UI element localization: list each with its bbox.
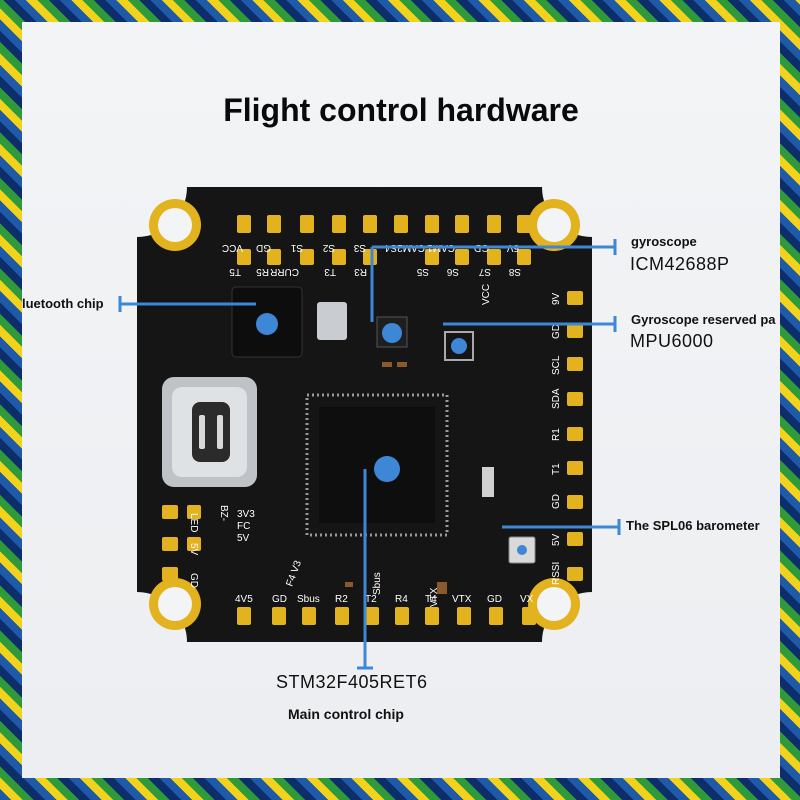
svg-text:5V: 5V xyxy=(551,533,562,546)
dot-barometer xyxy=(517,545,527,555)
svg-text:GD: GD xyxy=(551,494,562,509)
svg-text:GD: GD xyxy=(272,594,287,605)
svg-text:LED: LED xyxy=(188,513,199,532)
reserved-gyro-pad xyxy=(444,331,474,361)
svg-text:S3: S3 xyxy=(353,242,366,253)
svg-text:RSSI: RSSI xyxy=(551,562,562,585)
svg-text:GD: GD xyxy=(188,573,199,588)
bluetooth-annotation: luetooth chip xyxy=(22,296,104,311)
svg-text:T2: T2 xyxy=(365,594,377,605)
svg-text:T4: T4 xyxy=(425,594,437,605)
svg-text:R1: R1 xyxy=(551,428,562,441)
svg-text:R4: R4 xyxy=(395,594,408,605)
svg-text:S5: S5 xyxy=(416,266,429,277)
svg-text:VX: VX xyxy=(520,594,534,605)
page-title: Flight control hardware xyxy=(223,92,579,128)
svg-text:BZ-: BZ- xyxy=(218,505,229,521)
svg-text:GD: GD xyxy=(487,594,502,605)
dot-gyro xyxy=(382,323,402,343)
svg-text:T3: T3 xyxy=(324,266,336,277)
svg-text:VCC: VCC xyxy=(222,242,243,253)
dot-mcu xyxy=(374,456,400,482)
svg-text:5V: 5V xyxy=(237,533,250,544)
flight-controller-board: VCC F4 V3 Sbus VTX 4V5 GD Sbus R2 T2 R4 … xyxy=(137,187,592,642)
svg-text:GD: GD xyxy=(551,324,562,339)
bottom-pad-row xyxy=(237,607,536,625)
svg-text:GD: GD xyxy=(474,242,489,253)
svg-text:SCL: SCL xyxy=(551,355,562,375)
bottom-pad-labels: 4V5 GD Sbus R2 T2 R4 T4 VTX GD VX xyxy=(235,594,534,605)
svg-text:CAM2: CAM2 xyxy=(397,242,425,253)
svg-text:VTX: VTX xyxy=(452,594,472,605)
silk-vtx: VTX xyxy=(429,587,440,607)
svg-text:4V5: 4V5 xyxy=(235,594,253,605)
right-pad-column xyxy=(567,291,583,581)
svg-text:T1: T1 xyxy=(551,463,562,475)
svg-text:R3: R3 xyxy=(354,266,367,277)
usb-c-port xyxy=(162,377,257,487)
image-panel: Flight control hardware xyxy=(22,22,780,778)
gyro-model: ICM42688P xyxy=(630,254,730,274)
smd-components xyxy=(345,362,494,594)
svg-text:CAM1: CAM1 xyxy=(427,242,455,253)
right-pad-labels: 9V GD SCL SDA R1 T1 GD 5V RSSI xyxy=(551,292,562,585)
mcu-annotation-label: Main control chip xyxy=(288,706,404,722)
mcu-model: STM32F405RET6 xyxy=(276,672,428,692)
reserved-model: MPU6000 xyxy=(630,331,714,351)
svg-text:R2: R2 xyxy=(335,594,348,605)
svg-text:R5: R5 xyxy=(256,266,269,277)
svg-text:S1: S1 xyxy=(290,242,303,253)
mounting-holes xyxy=(149,199,580,630)
svg-text:S6: S6 xyxy=(446,266,459,277)
svg-text:5V: 5V xyxy=(506,242,519,253)
svg-text:T5: T5 xyxy=(229,266,241,277)
dot-bluetooth xyxy=(256,313,278,335)
crystal xyxy=(317,302,347,340)
svg-text:S4: S4 xyxy=(384,242,397,253)
svg-text:9V: 9V xyxy=(551,292,562,305)
left-pad-labels: LED 5V GD 3V3 FC 5V BZ- xyxy=(188,505,255,588)
top-pad-row xyxy=(237,215,531,265)
svg-text:CURR: CURR xyxy=(270,266,299,277)
svg-text:3V3: 3V3 xyxy=(237,509,255,520)
silk-sbus: Sbus xyxy=(372,572,383,595)
top-row2-labels: T5 R5 CURR T3 R3 S5 S6 S7 S8 xyxy=(229,266,521,277)
svg-text:SDA: SDA xyxy=(551,388,562,409)
callout-dots xyxy=(256,313,527,555)
svg-text:S7: S7 xyxy=(478,266,491,277)
svg-text:Sbus: Sbus xyxy=(297,594,320,605)
gyro-annotation-label: gyroscope xyxy=(631,234,697,249)
dot-reserved xyxy=(451,338,467,354)
barometer-annotation: The SPL06 barometer xyxy=(626,518,760,533)
reserved-annotation-label: Gyroscope reserved pa xyxy=(631,312,776,327)
svg-text:FC: FC xyxy=(237,521,250,532)
silk-vcc: VCC xyxy=(481,284,492,305)
svg-text:GD: GD xyxy=(256,242,271,253)
svg-text:5V: 5V xyxy=(188,543,199,556)
svg-text:S2: S2 xyxy=(322,242,335,253)
svg-text:S8: S8 xyxy=(508,266,521,277)
left-pad-column xyxy=(162,505,201,581)
